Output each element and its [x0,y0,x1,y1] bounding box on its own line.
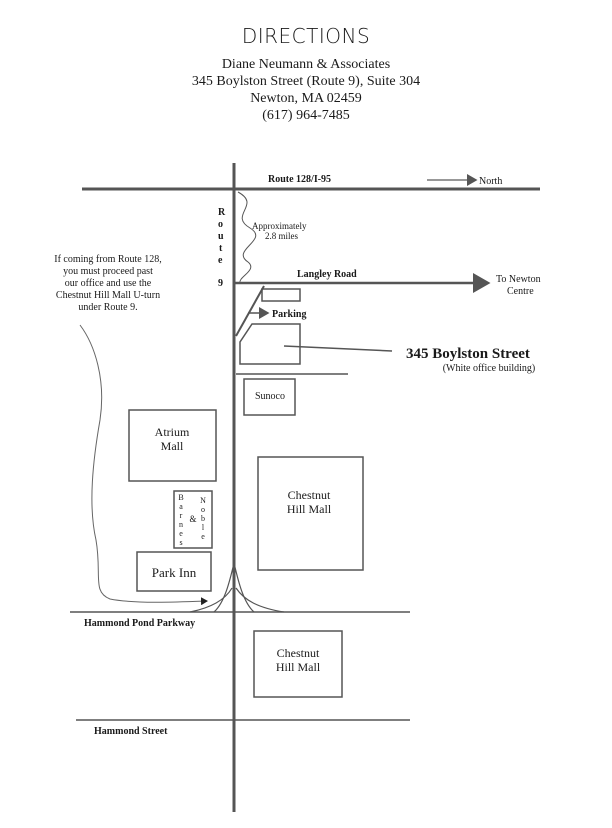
atrium-mall-building [128,409,217,482]
barnes-letter: e [179,529,183,538]
north-label: North [479,176,502,187]
street-address: 345 Boylston Street (Route 9), Suite 304 [191,74,421,89]
barnes-letter: r [180,511,183,520]
destination-label: 345 Boylston Street [406,346,530,362]
barnes-letter: B [178,493,183,502]
page-title: DIRECTIONS [241,24,371,48]
langley-road-label: Langley Road [297,269,357,280]
parking-driveway [235,285,265,337]
park-inn-building [136,551,212,592]
distance-label: 2.8 miles [265,231,298,241]
chestnut-hill-mall-label: Chestnut [288,488,331,502]
noble-letter: e [201,532,205,541]
ramp-east [235,587,285,613]
newton-centre-label: To Newton [496,274,541,285]
noble-letter: o [201,505,205,514]
route-9-letter: o [218,219,223,230]
destination-note: (White office building) [443,363,536,374]
route-9-letter: u [218,231,224,242]
newton-centre-label: Centre [507,286,534,297]
parking-lot-box [261,288,301,302]
u-turn-ramp [213,562,255,613]
route-9-letter: t [219,243,223,254]
hammond-street-label: Hammond Street [94,726,168,737]
noble-letter: N [200,496,206,505]
route-128-note: under Route 9. [78,302,137,313]
route-128-note: you must proceed past [63,266,153,277]
route-9-letter: 9 [218,278,223,289]
barnes-letter: n [179,520,183,529]
chestnut-hill-mall-building [257,456,364,571]
city-line: Newton, MA 02459 [250,91,362,106]
hammond-pond-label: Hammond Pond Parkway [84,618,195,629]
route-128-note: our office and use the [65,278,152,289]
distance-brace [237,191,257,284]
chestnut-hill-mall-south-label: Hill Mall [276,660,321,674]
ampersand-label: & [189,514,196,524]
barnes-letter: s [179,538,182,547]
parking-label: Parking [272,309,306,320]
ramp-west [189,587,233,613]
sunoco-label: Sunoco [255,391,285,402]
sunoco-building [243,378,296,416]
route-128-label: Route 128/I-95 [268,174,331,185]
destination-pointer [283,345,393,352]
chestnut-hill-mall-south-label: Chestnut [277,646,320,660]
route-9-letter: e [218,255,223,266]
barnes-noble-building [173,490,213,549]
chestnut-hill-mall-south-building [253,630,343,698]
route-128-note: If coming from Route 128, [54,254,161,265]
noble-letter: b [201,514,205,523]
route-9-letter: R [218,207,226,218]
distance-label: Approximately [252,221,307,231]
park-inn-label: Park Inn [152,565,197,580]
atrium-mall-label: Atrium [155,425,190,439]
noble-letter: l [202,523,205,532]
route-128-note: Chestnut Hill Mall U-turn [56,290,160,301]
office-building [239,323,301,365]
company-name: Diane Neumann & Associates [221,57,391,72]
chestnut-hill-mall-label: Hill Mall [287,502,332,516]
phone-number: (617) 964-7485 [262,108,350,123]
barnes-letter: a [179,502,183,511]
u-turn-route-path [79,324,208,606]
atrium-mall-label: Mall [161,439,184,453]
